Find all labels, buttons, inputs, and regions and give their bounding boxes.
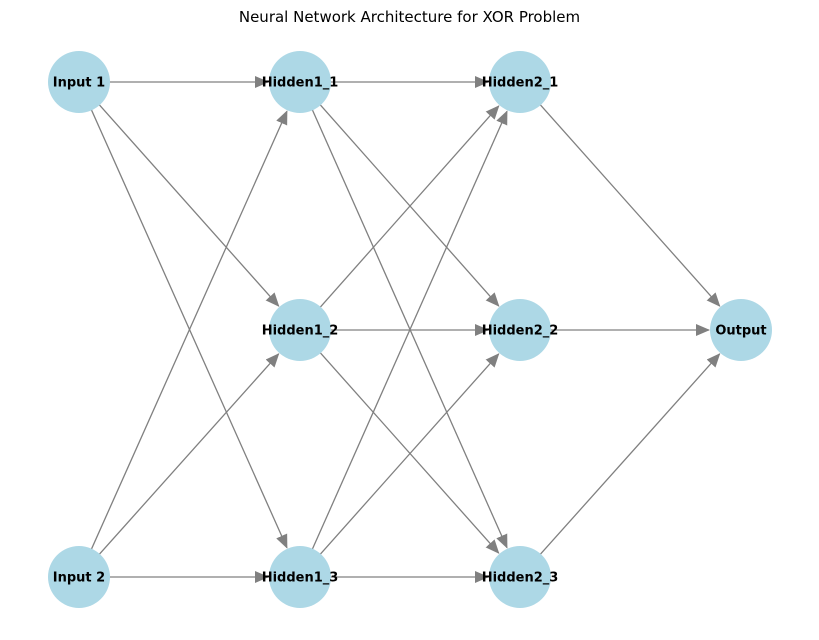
edge-h13-h21 — [305, 110, 508, 564]
edge-in1-h13 — [84, 95, 288, 549]
edge-h12-h23 — [309, 340, 500, 554]
node-out: Output — [710, 299, 772, 361]
node-label: Hidden2_1 — [482, 76, 559, 91]
node-circle — [48, 51, 110, 113]
edge-h21-out — [529, 92, 721, 307]
node-circle — [489, 299, 551, 361]
node-label: Hidden1_3 — [262, 571, 339, 586]
node-circle — [489, 546, 551, 608]
edge-h12-h21 — [309, 105, 500, 320]
edges-layer — [84, 76, 721, 583]
edge-h11-h23 — [305, 95, 508, 549]
edge-in1-h12 — [88, 92, 280, 307]
node-h13: Hidden1_3 — [262, 546, 339, 608]
node-label: Hidden1_1 — [262, 76, 339, 91]
node-circle — [269, 51, 331, 113]
node-label: Hidden2_3 — [482, 571, 559, 586]
edge-h13-h22 — [309, 353, 500, 567]
node-h12: Hidden1_2 — [262, 299, 339, 361]
diagram-title: Neural Network Architecture for XOR Prob… — [238, 8, 581, 26]
node-label: Hidden1_2 — [262, 324, 339, 339]
node-h23: Hidden2_3 — [482, 546, 559, 608]
node-circle — [489, 51, 551, 113]
edge-in2-h11 — [84, 110, 288, 564]
node-circle — [269, 546, 331, 608]
edge-h11-h22 — [309, 92, 500, 307]
node-h22: Hidden2_2 — [482, 299, 559, 361]
node-label: Hidden2_2 — [482, 324, 559, 339]
node-in1: Input 1 — [48, 51, 110, 113]
node-h21: Hidden2_1 — [482, 51, 559, 113]
node-label: Input 2 — [53, 571, 105, 586]
node-circle — [710, 299, 772, 361]
edge-h23-out — [529, 353, 721, 567]
nodes-layer: Input 1 Input 2 Hidden1_1Hidden1_2Hidden1_… — [48, 51, 772, 608]
node-circle — [269, 299, 331, 361]
node-label: Input 1 — [53, 76, 105, 91]
node-in2: Input 2 — [48, 546, 110, 608]
node-circle — [48, 546, 110, 608]
node-h11: Hidden1_1 — [262, 51, 339, 113]
node-label: Output — [715, 324, 766, 339]
edge-in2-h12 — [88, 353, 280, 567]
